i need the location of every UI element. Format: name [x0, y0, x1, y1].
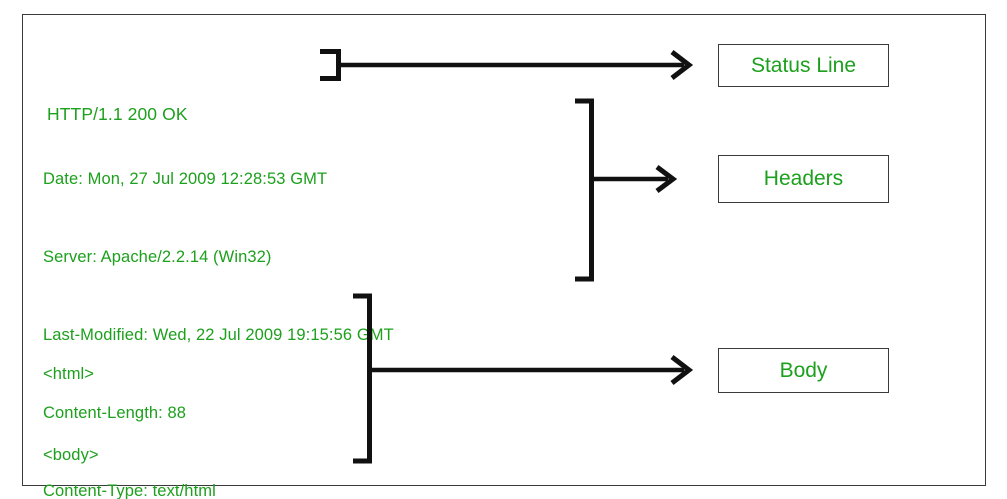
headers-text-block: Date: Mon, 27 Jul 2009 12:28:53 GMT Serv…: [43, 114, 394, 499]
status-line-text-block: HTTP/1.1 200 OK: [47, 54, 188, 174]
body-row-body-open: <body>: [43, 446, 99, 464]
header-row-server: Server: Apache/2.2.14 (Win32): [43, 248, 272, 266]
body-text-block: <html> <body> <h1>Hello, World!</h1> </b…: [43, 307, 219, 499]
diagram-frame: [22, 14, 986, 486]
header-row-last-modified: Last-Modified: Wed, 22 Jul 2009 19:15:56…: [43, 326, 394, 344]
label-box-body[interactable]: Body: [718, 348, 889, 393]
label-box-headers[interactable]: Headers: [718, 155, 889, 203]
label-box-status-line[interactable]: Status Line: [718, 44, 889, 87]
label-box-body-text: Body: [779, 358, 828, 382]
header-row-date: Date: Mon, 27 Jul 2009 12:28:53 GMT: [43, 170, 328, 188]
header-row-content-type: Content-Type: text/html: [43, 482, 216, 499]
header-row-content-length: Content-Length: 88: [43, 404, 187, 422]
label-box-status-line-text: Status Line: [750, 53, 857, 77]
label-box-headers-text: Headers: [763, 167, 844, 190]
body-row-html-open: <html>: [43, 365, 95, 383]
status-line-row: HTTP/1.1 200 OK: [47, 104, 188, 124]
